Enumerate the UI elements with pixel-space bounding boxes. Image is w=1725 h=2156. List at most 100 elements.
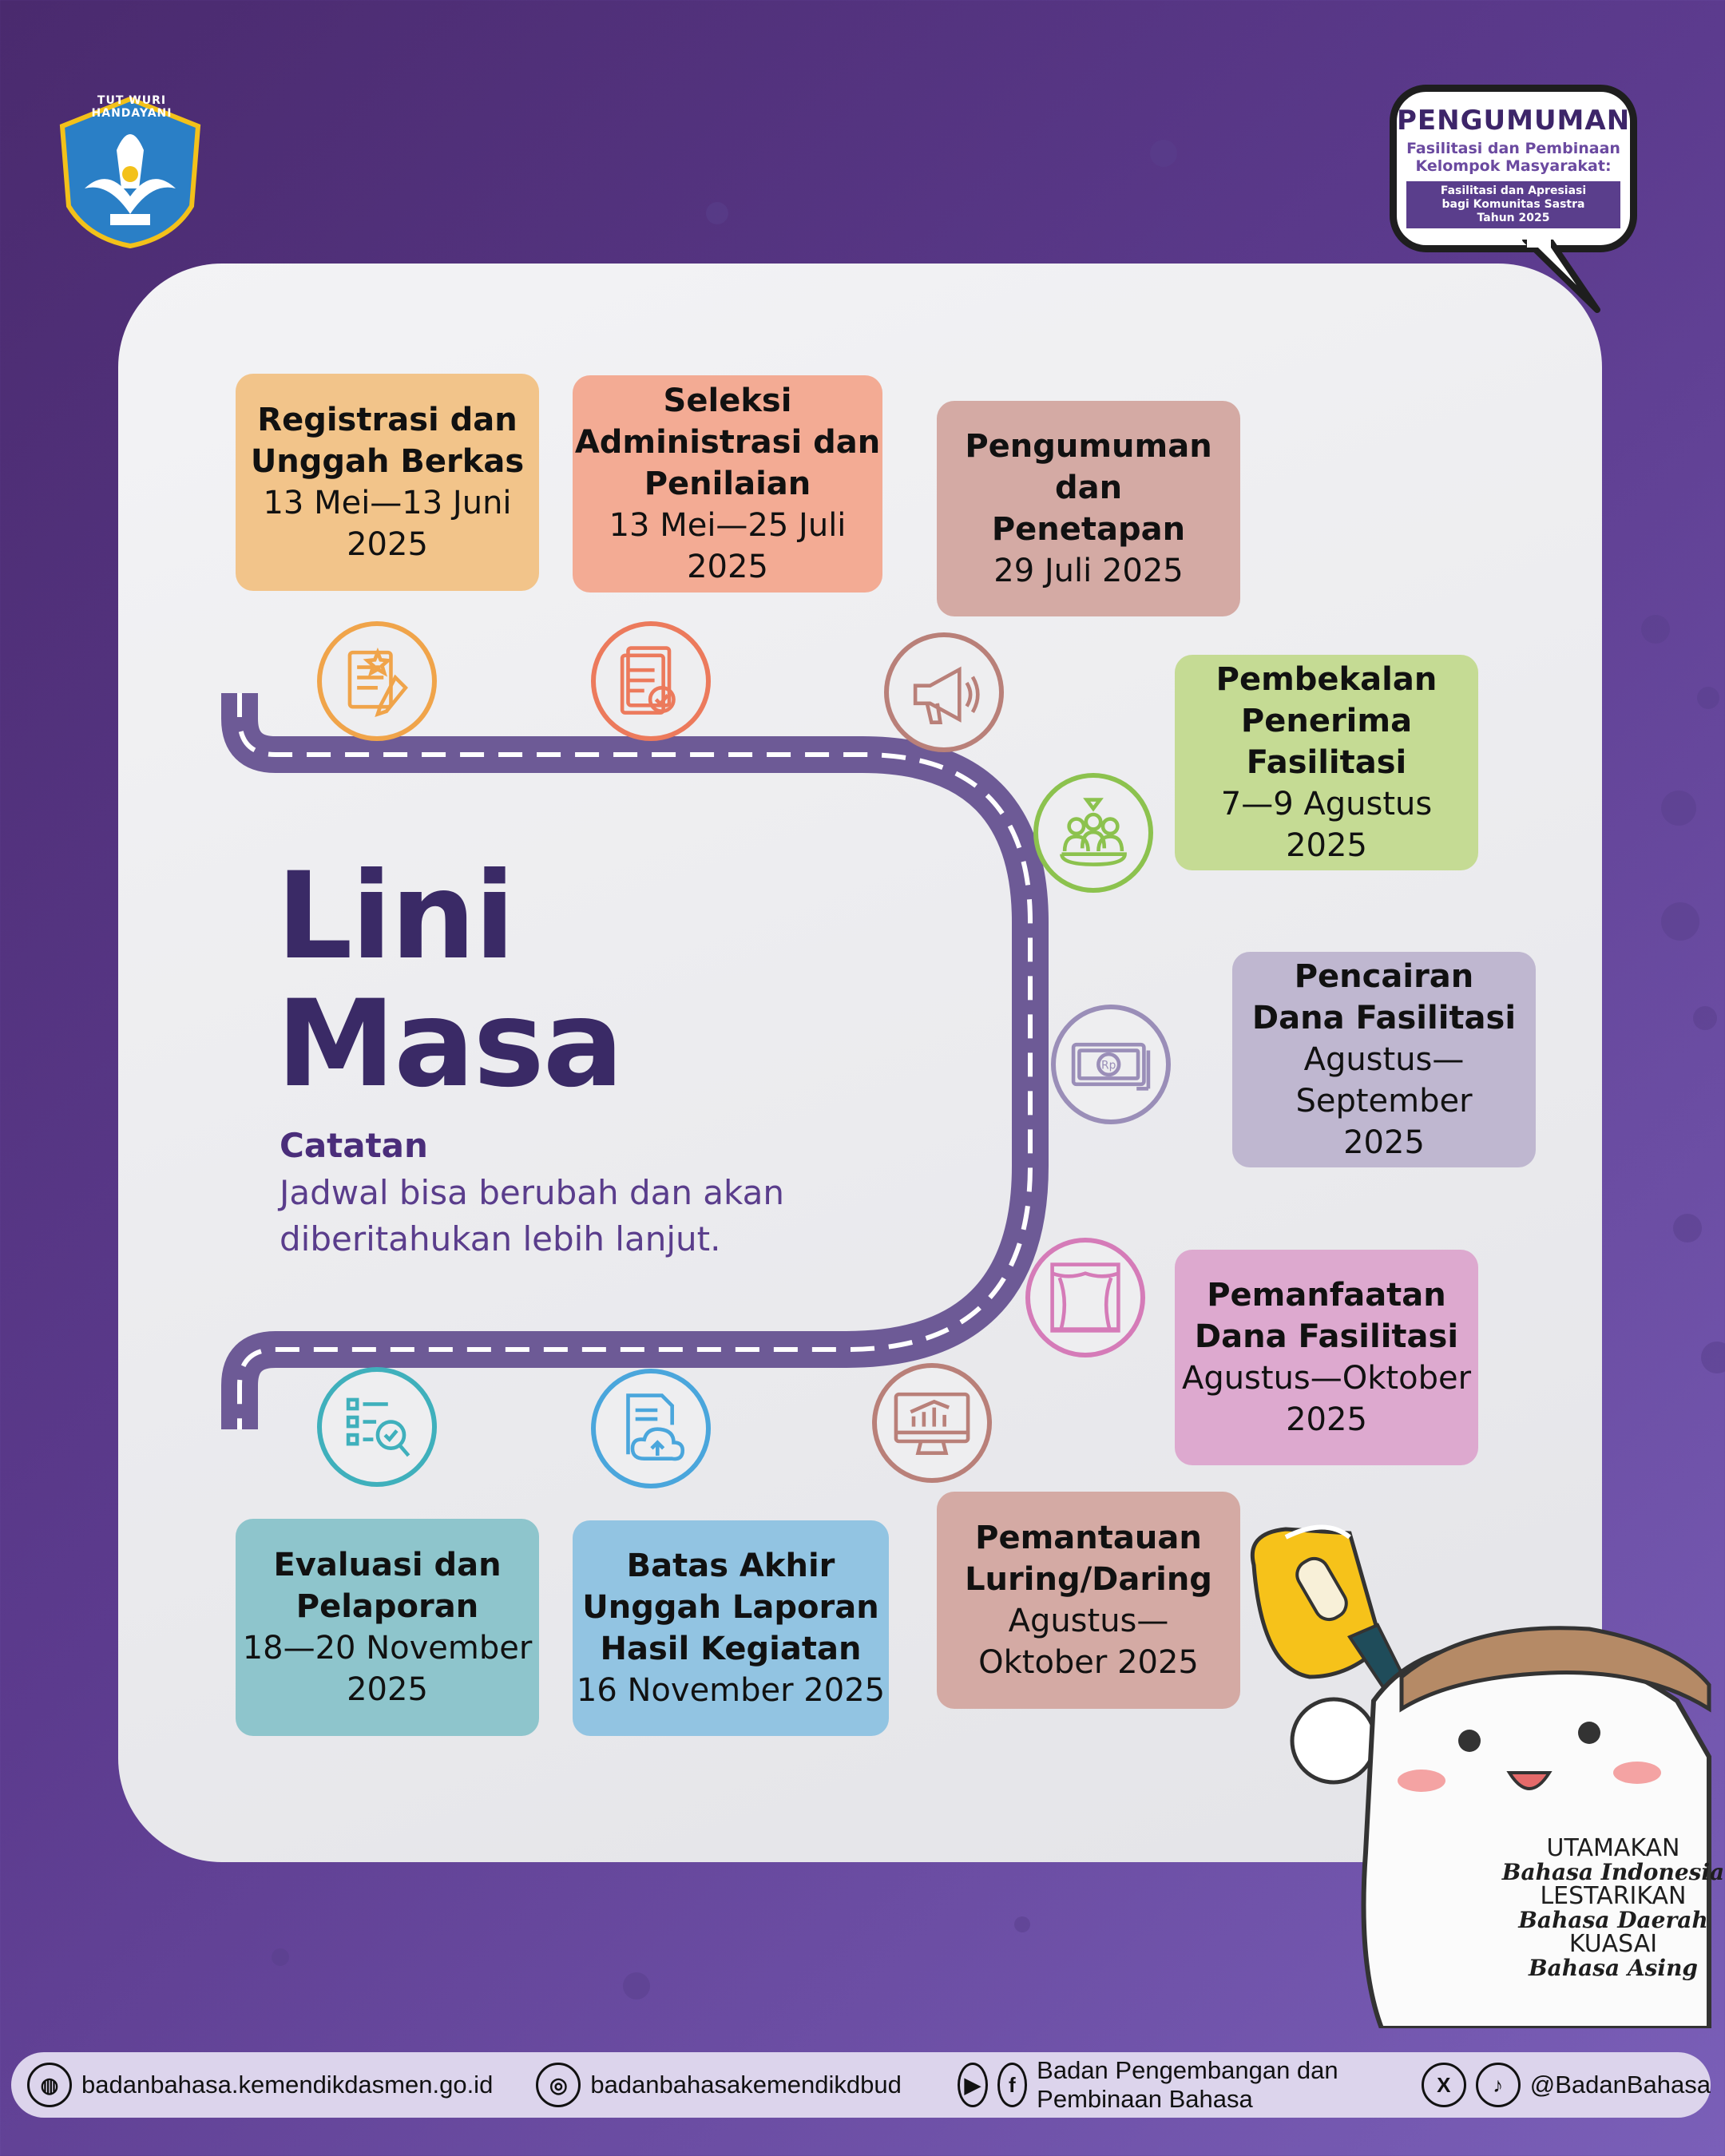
stage-date-line: Agustus—Oktober bbox=[1181, 1360, 1472, 1397]
page-title: Lini Masa bbox=[276, 847, 624, 1114]
stage-title-line: Dana Fasilitasi bbox=[1251, 1000, 1517, 1036]
stage-title-line: Evaluasi dan bbox=[273, 1547, 502, 1583]
bubble-band-3: Tahun 2025 bbox=[1477, 212, 1550, 224]
bg-dot bbox=[623, 1972, 650, 1999]
monitor-chart-icon bbox=[872, 1363, 992, 1483]
group-icon bbox=[1033, 773, 1153, 893]
bg-dot bbox=[1641, 615, 1670, 644]
document-check-icon bbox=[591, 621, 711, 741]
tiktok-icon: ♪ bbox=[1475, 2063, 1521, 2107]
cloud-upload-icon bbox=[591, 1369, 711, 1488]
stage-title-line: Fasilitasi bbox=[1246, 744, 1407, 781]
slogan-line-3: LESTARIKAN bbox=[1540, 1882, 1687, 1910]
title-line-2: Masa bbox=[276, 975, 624, 1114]
stage-title-line: Unggah Laporan bbox=[582, 1589, 879, 1626]
bg-dot bbox=[1701, 1342, 1725, 1373]
slogan-line-5: KUASAI bbox=[1568, 1930, 1658, 1958]
bubble-band-2: bagi Komunitas Sastra bbox=[1441, 198, 1585, 211]
bg-dot bbox=[1014, 1916, 1030, 1932]
banknote-icon: Rp bbox=[1051, 1005, 1171, 1124]
stage-date-line: Agustus— bbox=[1303, 1041, 1465, 1078]
stage-title-line: Penerima bbox=[1240, 703, 1413, 739]
stage-date-line: 2025 bbox=[1286, 827, 1367, 864]
facebook-icon: f bbox=[997, 2063, 1028, 2107]
youtube-facebook-name[interactable]: Badan Pengembangan dan Pembinaan Bahasa bbox=[1037, 2056, 1338, 2113]
x-icon: X bbox=[1421, 2063, 1466, 2107]
stage-date-line: 7—9 Agustus bbox=[1220, 786, 1433, 822]
mascot-slogan: UTAMAKAN Bahasa Indonesia LESTARIKAN Bah… bbox=[1501, 1837, 1725, 1980]
slogan-line-6: Bahasa Asing bbox=[1528, 1955, 1699, 1981]
bubble-title: PENGUMUMAN bbox=[1397, 105, 1631, 137]
stage-title-line: Luring/Daring bbox=[965, 1561, 1212, 1598]
stage-title-line: Penetapan bbox=[991, 511, 1186, 548]
youtube-icon: ▶ bbox=[957, 2063, 988, 2107]
bg-dot bbox=[1661, 791, 1696, 826]
bg-dot bbox=[1697, 687, 1719, 709]
stage-title-line: Pencairan bbox=[1294, 958, 1474, 995]
footer-instagram[interactable]: ◎ badanbahasakemendikdbud bbox=[536, 2063, 902, 2107]
stage-date-line: Agustus— bbox=[1008, 1603, 1169, 1639]
stage-date-line: 2025 bbox=[1286, 1401, 1367, 1438]
stage-title-line: Pelaporan bbox=[295, 1588, 479, 1625]
instagram-icon: ◎ bbox=[536, 2063, 581, 2107]
stage-title-line: Hasil Kegiatan bbox=[600, 1631, 862, 1667]
note-line-1: Jadwal bisa berubah dan akan bbox=[280, 1173, 784, 1212]
title-line-1: Lini bbox=[276, 847, 515, 986]
bg-dot bbox=[706, 202, 728, 224]
bubble-tail bbox=[1522, 240, 1600, 313]
stage-title-line: Administrasi dan bbox=[574, 424, 881, 461]
stage-title-line: Dana Fasilitasi bbox=[1194, 1318, 1459, 1355]
stage-date-line: 2025 bbox=[347, 526, 428, 563]
slogan-line-2: Bahasa Indonesia bbox=[1501, 1859, 1725, 1885]
bubble-sub-1: Fasilitasi dan Pembinaan bbox=[1406, 140, 1620, 157]
footer-website[interactable]: ◍ badanbahasa.kemendikdasmen.go.id bbox=[27, 2063, 493, 2107]
stage-title-line: Pengumuman bbox=[965, 428, 1212, 465]
rp-label: Rp bbox=[1101, 1060, 1116, 1072]
stage-date-line: 13 Mei—25 Juli bbox=[609, 507, 847, 544]
stage-title-line: Pemanfaatan bbox=[1207, 1277, 1446, 1314]
stage-title-line: Pembekalan bbox=[1215, 661, 1438, 698]
bubble-band-1: Fasilitasi dan Apresiasi bbox=[1440, 184, 1587, 197]
mascot-illustration bbox=[1250, 1524, 1711, 2028]
stage-title-line: Batas Akhir bbox=[626, 1548, 835, 1584]
website-link[interactable]: badanbahasa.kemendikdasmen.go.id bbox=[81, 2071, 494, 2099]
slogan-line-4: Bahasa Daerah bbox=[1518, 1907, 1708, 1933]
stage-date-line: 29 Juli 2025 bbox=[993, 553, 1184, 589]
stage-date-line: 2025 bbox=[347, 1671, 428, 1708]
tut-wuri-logo bbox=[53, 94, 208, 249]
bubble-sub-2: Kelompok Masyarakat: bbox=[1415, 157, 1612, 175]
footer-x-tiktok[interactable]: X ♪ @BadanBahasa bbox=[1421, 2063, 1711, 2107]
x-tiktok-handle[interactable]: @BadanBahasa bbox=[1529, 2071, 1711, 2099]
stage-title-line: Registrasi dan bbox=[257, 402, 518, 438]
bg-dot bbox=[1150, 140, 1177, 167]
bg-dot bbox=[1673, 1214, 1702, 1242]
stage-date-line: 2025 bbox=[687, 549, 768, 585]
stage-curtain-icon bbox=[1025, 1238, 1145, 1357]
stage-title-line: Seleksi bbox=[663, 382, 792, 419]
stage-date-line: 16 November 2025 bbox=[576, 1672, 886, 1709]
bg-dot bbox=[272, 1948, 289, 1966]
instagram-handle[interactable]: badanbahasakemendikdbud bbox=[590, 2071, 902, 2099]
slogan-line-1: UTAMAKAN bbox=[1546, 1834, 1680, 1862]
stage-date-line: 18—20 November bbox=[242, 1630, 533, 1667]
note-body: Jadwal bisa berubah dan akan diberitahuk… bbox=[280, 1170, 886, 1262]
form-pen-icon bbox=[317, 621, 437, 741]
announcement-bubble: PENGUMUMAN Fasilitasi dan Pembinaan Kelo… bbox=[1390, 85, 1637, 252]
stage-title-line: Penilaian bbox=[644, 466, 811, 502]
stage-date-line: 2025 bbox=[1343, 1124, 1425, 1161]
note-title: Catatan bbox=[280, 1126, 428, 1165]
stage-title-line: Pemantauan bbox=[975, 1520, 1202, 1556]
footer-youtube-facebook[interactable]: ▶ f Badan Pengembangan dan Pembinaan Bah… bbox=[957, 2056, 1369, 2114]
stage-date-line: 13 Mei—13 Juni bbox=[263, 485, 512, 521]
footer-bar: ◍ badanbahasa.kemendikdasmen.go.id ◎ bad… bbox=[11, 2052, 1711, 2118]
